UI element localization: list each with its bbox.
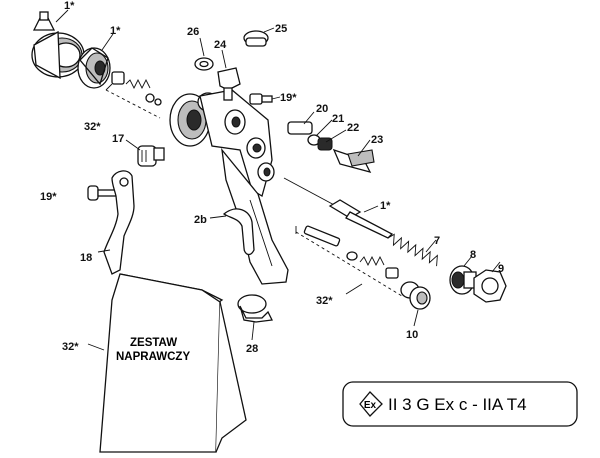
label-9: 9 xyxy=(498,263,504,275)
needle-kit-parts xyxy=(303,225,399,279)
label-19-right: 19* xyxy=(280,92,297,104)
label-28: 28 xyxy=(246,343,258,355)
part-28 xyxy=(237,294,273,323)
repair-kit-line-1: ZESTAW xyxy=(130,337,177,349)
part-24 xyxy=(217,67,241,101)
fluid-nozzle-part xyxy=(77,47,111,89)
label-32-needle-kit: 32* xyxy=(316,295,333,307)
label-22: 22 xyxy=(347,122,359,134)
air-cap-part xyxy=(31,11,85,80)
label-1-fluid-nozzle: 1* xyxy=(110,25,121,37)
atex-marking-box: Ex II 3 G Ex c - IIA T4 xyxy=(342,381,578,427)
repair-kit-bag xyxy=(99,273,247,453)
label-1-needle: 1* xyxy=(380,200,391,212)
atex-classification-text: II 3 G Ex c - IIA T4 xyxy=(388,395,527,414)
part-17 xyxy=(137,145,165,167)
adjusting-knob-part-9 xyxy=(473,269,507,303)
label-19-left: 19* xyxy=(40,191,57,203)
repair-kit-line-2: NAPRAWCZY xyxy=(116,351,190,363)
small-parts-kit xyxy=(111,71,162,106)
adjusting-nut-part-8 xyxy=(449,265,477,295)
label-10: 10 xyxy=(406,329,418,341)
label-1-air-cap: 1* xyxy=(64,0,75,12)
ex-symbol: Ex xyxy=(364,400,377,411)
hook-part-18 xyxy=(103,170,135,275)
needle-spring-part xyxy=(387,233,438,267)
label-23: 23 xyxy=(371,134,383,146)
label-20: 20 xyxy=(316,103,328,115)
part-10 xyxy=(400,281,431,310)
ex-hexagon-icon xyxy=(359,391,383,417)
label-32-repair-kit: 32* xyxy=(62,341,79,353)
part-25 xyxy=(243,30,269,47)
label-32-small-parts: 32* xyxy=(84,121,101,133)
label-2b: 2b xyxy=(194,214,207,226)
fluid-needle-part xyxy=(283,177,394,239)
valve-parts-20-23 xyxy=(287,121,375,173)
part-19-left xyxy=(87,185,117,201)
gun-body xyxy=(169,89,289,285)
washer-part-26 xyxy=(194,57,214,71)
label-21: 21 xyxy=(332,113,344,125)
label-7: 7 xyxy=(434,235,440,247)
part-19-right xyxy=(249,93,273,105)
label-18: 18 xyxy=(80,252,92,264)
label-25: 25 xyxy=(275,23,287,35)
label-24: 24 xyxy=(214,39,227,51)
label-17: 17 xyxy=(112,133,124,145)
label-8: 8 xyxy=(470,249,476,261)
label-26: 26 xyxy=(187,26,199,38)
